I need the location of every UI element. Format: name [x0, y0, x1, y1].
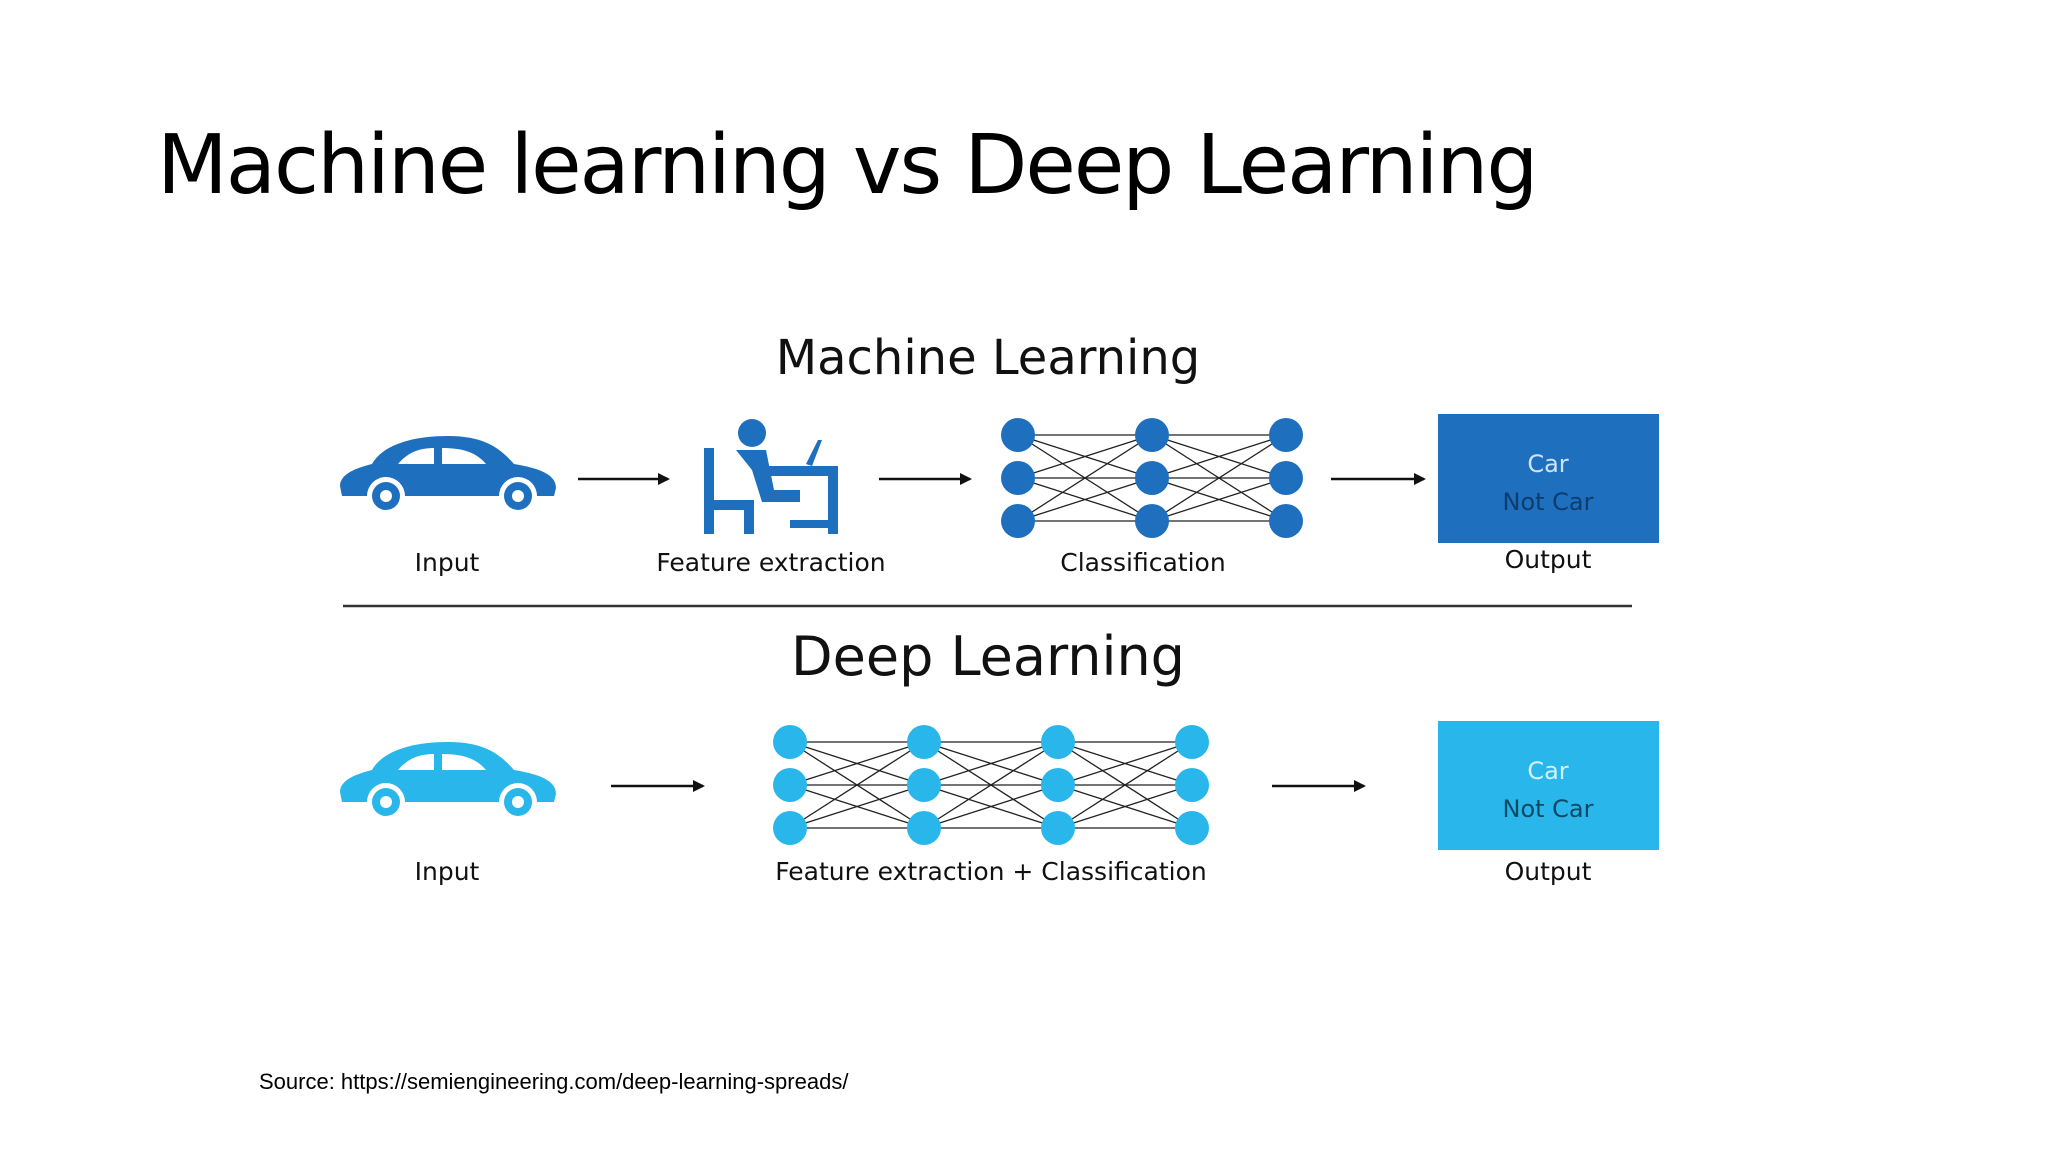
ml-output-box	[1438, 414, 1659, 543]
network-edge	[923, 784, 1059, 829]
dl-neural-network-icon	[773, 725, 1209, 845]
dl-label-output: Output	[1505, 857, 1592, 886]
network-edge	[923, 741, 1059, 829]
network-node	[1175, 725, 1209, 759]
network-edge	[1151, 477, 1287, 522]
network-node	[1269, 504, 1303, 538]
network-node	[1001, 461, 1035, 495]
dl-label-feature-classification: Feature extraction + Classification	[775, 857, 1206, 886]
ml-car-icon	[340, 436, 556, 515]
network-node	[1001, 504, 1035, 538]
network-edge	[1017, 434, 1153, 522]
network-edge	[1057, 784, 1193, 829]
network-node	[1175, 811, 1209, 845]
ml-output-not-car: Not Car	[1502, 488, 1593, 516]
network-node	[907, 725, 941, 759]
network-edge	[1017, 477, 1153, 522]
dl-output-car: Car	[1527, 757, 1568, 785]
network-edge	[1151, 434, 1287, 479]
network-node	[1135, 461, 1169, 495]
network-node	[1135, 418, 1169, 452]
network-edge	[1057, 741, 1193, 786]
network-node	[773, 725, 807, 759]
slide-title: Machine learning vs Deep Learning	[157, 118, 1538, 213]
ml-label-classification: Classification	[1060, 548, 1225, 577]
network-node	[773, 811, 807, 845]
network-node	[1041, 725, 1075, 759]
ml-heading: Machine Learning	[776, 330, 1201, 386]
network-edge	[1151, 434, 1287, 522]
dl-car-icon	[340, 742, 556, 821]
ml-label-feature-extraction: Feature extraction	[656, 548, 885, 577]
network-node	[1041, 768, 1075, 802]
network-node	[907, 811, 941, 845]
network-edge	[789, 741, 925, 786]
network-edge	[789, 741, 925, 829]
network-node	[773, 768, 807, 802]
network-node	[1135, 504, 1169, 538]
network-node	[907, 768, 941, 802]
network-edge	[789, 784, 925, 829]
dl-output-box	[1438, 721, 1659, 850]
dl-output-not-car: Not Car	[1502, 795, 1593, 823]
network-node	[1041, 811, 1075, 845]
person-at-desk-icon	[704, 419, 838, 534]
dl-heading: Deep Learning	[791, 625, 1185, 688]
ml-label-input: Input	[415, 548, 480, 577]
dl-label-input: Input	[415, 857, 480, 886]
network-node	[1175, 768, 1209, 802]
ml-label-output: Output	[1505, 545, 1592, 574]
network-node	[1269, 461, 1303, 495]
network-node	[1001, 418, 1035, 452]
source-citation: Source: https://semiengineering.com/deep…	[259, 1069, 849, 1094]
network-node	[1269, 418, 1303, 452]
ml-neural-network-icon	[1001, 418, 1303, 538]
ml-output-car: Car	[1527, 450, 1568, 478]
network-edge	[1057, 741, 1193, 829]
network-edge	[1017, 434, 1153, 479]
network-edge	[923, 741, 1059, 786]
